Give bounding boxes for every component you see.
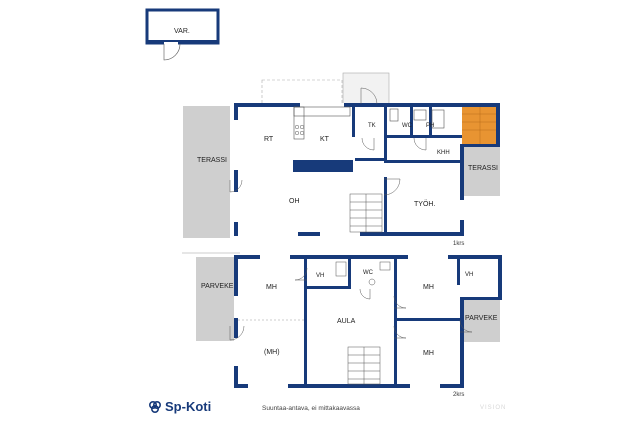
floor-2: PARVEKE PARVEKE	[182, 252, 502, 398]
room-label-mh-bottom-right: MH	[423, 350, 434, 357]
shower-fixture	[431, 109, 445, 129]
room-label-tk: TK	[368, 123, 376, 129]
sink-fixture	[413, 109, 427, 121]
room-label-terassi-right: TERASSI	[468, 165, 498, 172]
scale-disclaimer: Suuntaa-antava, ei mittakaavassa	[262, 405, 360, 412]
room-label-parveke-right: PARVEKE	[465, 315, 498, 322]
walls-floor-2	[234, 255, 502, 388]
room-label-rt: RT	[264, 136, 274, 143]
staircase-floor-1	[349, 193, 383, 233]
balcony-right	[462, 300, 500, 342]
floor-1-title: 1krs	[453, 241, 464, 247]
staircase-floor-2	[347, 346, 381, 385]
room-label-vh-right: VH	[465, 272, 473, 278]
room-label-aula: AULA	[337, 318, 356, 325]
room-label-mh-top-left: MH	[266, 284, 277, 291]
room-label-kt: KT	[320, 136, 330, 143]
room-label-wc-2: WC	[363, 270, 374, 276]
sp-koti-logo-icon	[148, 400, 162, 413]
toilet-fixture	[389, 108, 399, 122]
toilet-fixture-2	[368, 278, 376, 286]
room-label-mh-bottom-left: (MH)	[264, 349, 280, 356]
watermark: VISION	[480, 405, 507, 411]
room-label-wc: WC	[402, 123, 413, 129]
brand-name: Sp-Koti	[165, 399, 212, 414]
door-swings-floor-1	[229, 87, 427, 196]
room-label-terassi-left: TERASSI	[197, 157, 227, 164]
room-label-vh-left: VH	[316, 273, 324, 279]
bath-sink-fixture	[335, 261, 347, 277]
room-label-oh: OH	[289, 198, 300, 205]
room-label-mh-top-right: MH	[423, 284, 434, 291]
terrace-right	[462, 144, 500, 196]
terrace-left	[183, 106, 230, 238]
room-label-parveke-left: PARVEKE	[201, 283, 234, 290]
storage-unit: VAR.	[145, 8, 220, 61]
room-label-ph: PH	[426, 123, 434, 129]
room-label-khh: KHH	[437, 150, 450, 156]
door-swings-floor-2	[229, 267, 473, 341]
floor-1: TERASSI TERASSI	[183, 72, 500, 247]
canopy-outline	[261, 79, 343, 105]
room-label-var: VAR.	[174, 28, 190, 35]
room-label-tyoh: TYÖH.	[414, 200, 435, 208]
brand-logo: Sp-Koti	[148, 399, 211, 414]
floor-2-title: 2krs	[453, 392, 464, 398]
balcony-left	[196, 257, 238, 341]
door-swing	[163, 43, 181, 61]
kitchen-counter	[293, 106, 351, 117]
